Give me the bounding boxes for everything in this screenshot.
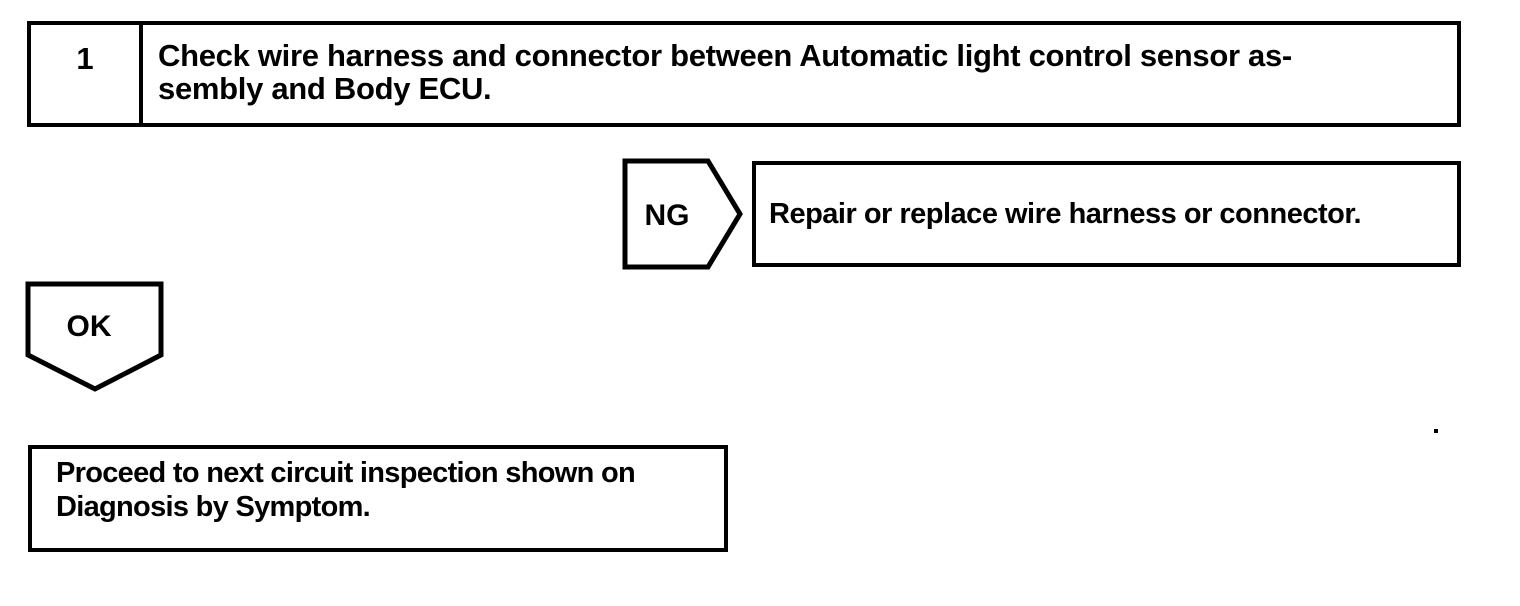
ng-result-box: Repair or replace wire harness or connec…	[752, 161, 1461, 267]
ok-result-box: Proceed to next circuit inspection shown…	[28, 445, 728, 552]
ng-pentagon-shape	[622, 158, 743, 270]
ok-result-line1: Proceed to next circuit inspection shown…	[56, 457, 636, 489]
step-instruction: Check wire harness and connector between…	[143, 25, 1457, 123]
ng-result-text: Repair or replace wire harness or connec…	[769, 197, 1362, 230]
ok-result-line2: Diagnosis by Symptom.	[56, 491, 371, 523]
ok-pentagon-shape	[25, 281, 164, 392]
ok-connector-arrow: OK	[25, 281, 164, 392]
step-number: 1	[31, 25, 143, 123]
step-instruction-line1: Check wire harness and connector between…	[158, 38, 1292, 73]
ng-connector-arrow: NG	[622, 158, 743, 270]
step-instruction-line2: sembly and Body ECU.	[158, 71, 492, 106]
scan-artifact-dot	[1434, 429, 1438, 433]
ok-connector-label: OK	[67, 310, 112, 343]
ng-connector-label: NG	[645, 199, 690, 232]
step-box: 1 Check wire harness and connector betwe…	[27, 21, 1461, 127]
